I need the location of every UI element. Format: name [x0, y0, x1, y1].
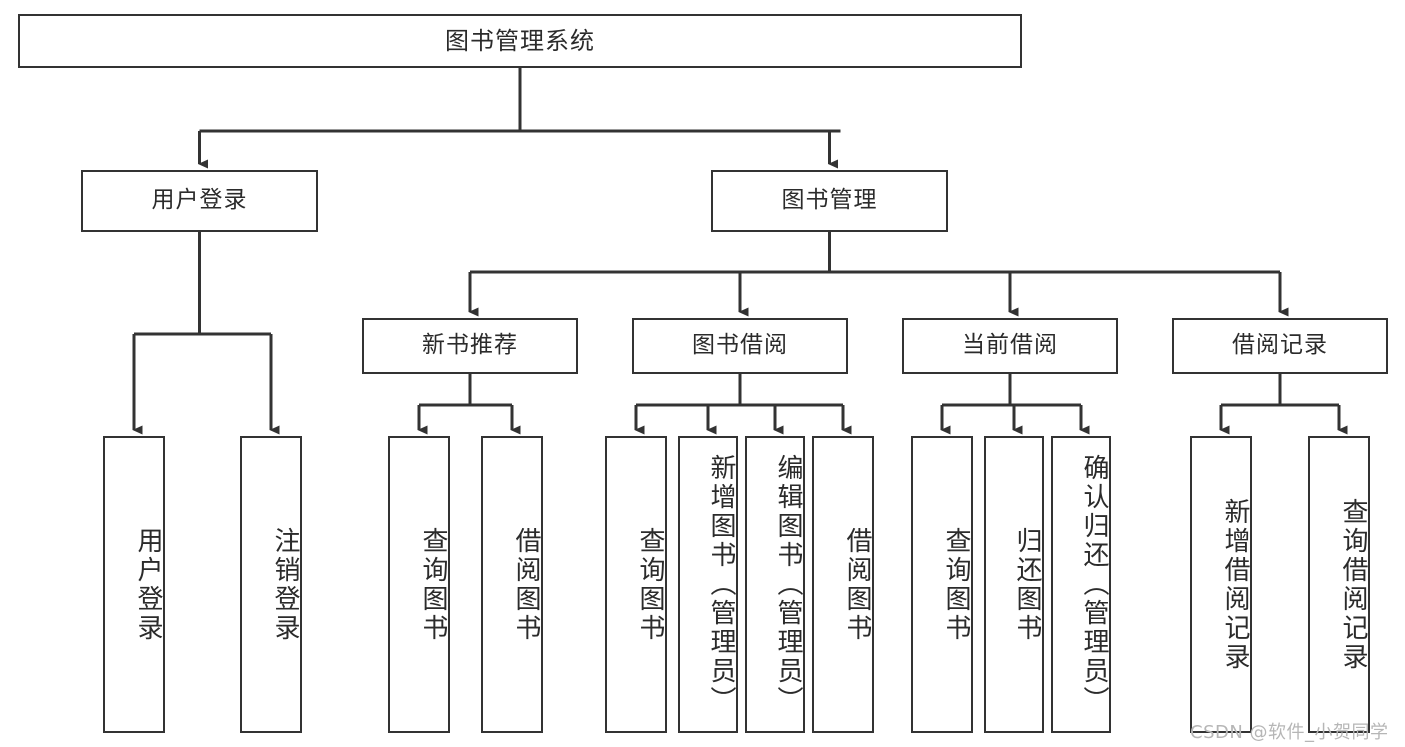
node-label: 借阅记录 [1232, 332, 1328, 359]
node-user-login[interactable]: 用户登录 [81, 170, 318, 232]
node-label: 借阅图书 [511, 526, 541, 643]
leaf-borrow-book-newbook[interactable]: 借阅图书 [481, 436, 543, 733]
csdn-watermark: CSDN @软件_小贺同学 [1190, 722, 1389, 743]
node-root-system[interactable]: 图书管理系统 [18, 14, 1022, 68]
node-label: 注销登录 [270, 526, 300, 643]
node-label: 图书借阅 [692, 332, 788, 359]
node-label: 查询图书 [941, 526, 971, 643]
node-label: 查询图书 [418, 526, 448, 643]
leaf-confirm-return-admin[interactable]: 确认归还（管理员） [1051, 436, 1111, 733]
leaf-return-book[interactable]: 归还图书 [984, 436, 1044, 733]
leaf-query-book-newbook[interactable]: 查询图书 [388, 436, 450, 733]
node-label: 归还图书 [1012, 526, 1042, 643]
node-current-borrow[interactable]: 当前借阅 [902, 318, 1118, 374]
node-label: 查询借阅记录 [1338, 497, 1368, 672]
leaf-query-book-borrow[interactable]: 查询图书 [605, 436, 667, 733]
node-book-management[interactable]: 图书管理 [711, 170, 948, 232]
node-book-borrow[interactable]: 图书借阅 [632, 318, 848, 374]
node-label: 确认归还（管理员） [1079, 454, 1109, 715]
leaf-query-book-current[interactable]: 查询图书 [911, 436, 973, 733]
node-label: 查询图书 [635, 526, 665, 643]
leaf-add-book-admin[interactable]: 新增图书（管理员） [678, 436, 738, 733]
node-label: 借阅图书 [842, 526, 872, 643]
node-label: 图书管理 [781, 187, 878, 214]
node-borrow-record[interactable]: 借阅记录 [1172, 318, 1388, 374]
node-label: 当前借阅 [962, 332, 1058, 359]
node-new-book-recommend[interactable]: 新书推荐 [362, 318, 578, 374]
node-label: 用户登录 [151, 187, 248, 214]
leaf-edit-book-admin[interactable]: 编辑图书（管理员） [745, 436, 805, 733]
node-label: 新增借阅记录 [1220, 497, 1250, 672]
node-label: 新书推荐 [422, 332, 518, 359]
leaf-logout[interactable]: 注销登录 [240, 436, 302, 733]
leaf-borrow-book[interactable]: 借阅图书 [812, 436, 874, 733]
leaf-user-login[interactable]: 用户登录 [103, 436, 165, 733]
node-label: 用户登录 [133, 526, 163, 643]
node-label: 新增图书（管理员） [706, 454, 736, 715]
leaf-add-borrow-record[interactable]: 新增借阅记录 [1190, 436, 1252, 733]
node-label: 图书管理系统 [445, 26, 595, 55]
leaf-query-borrow-record[interactable]: 查询借阅记录 [1308, 436, 1370, 733]
node-label: 编辑图书（管理员） [773, 454, 803, 715]
